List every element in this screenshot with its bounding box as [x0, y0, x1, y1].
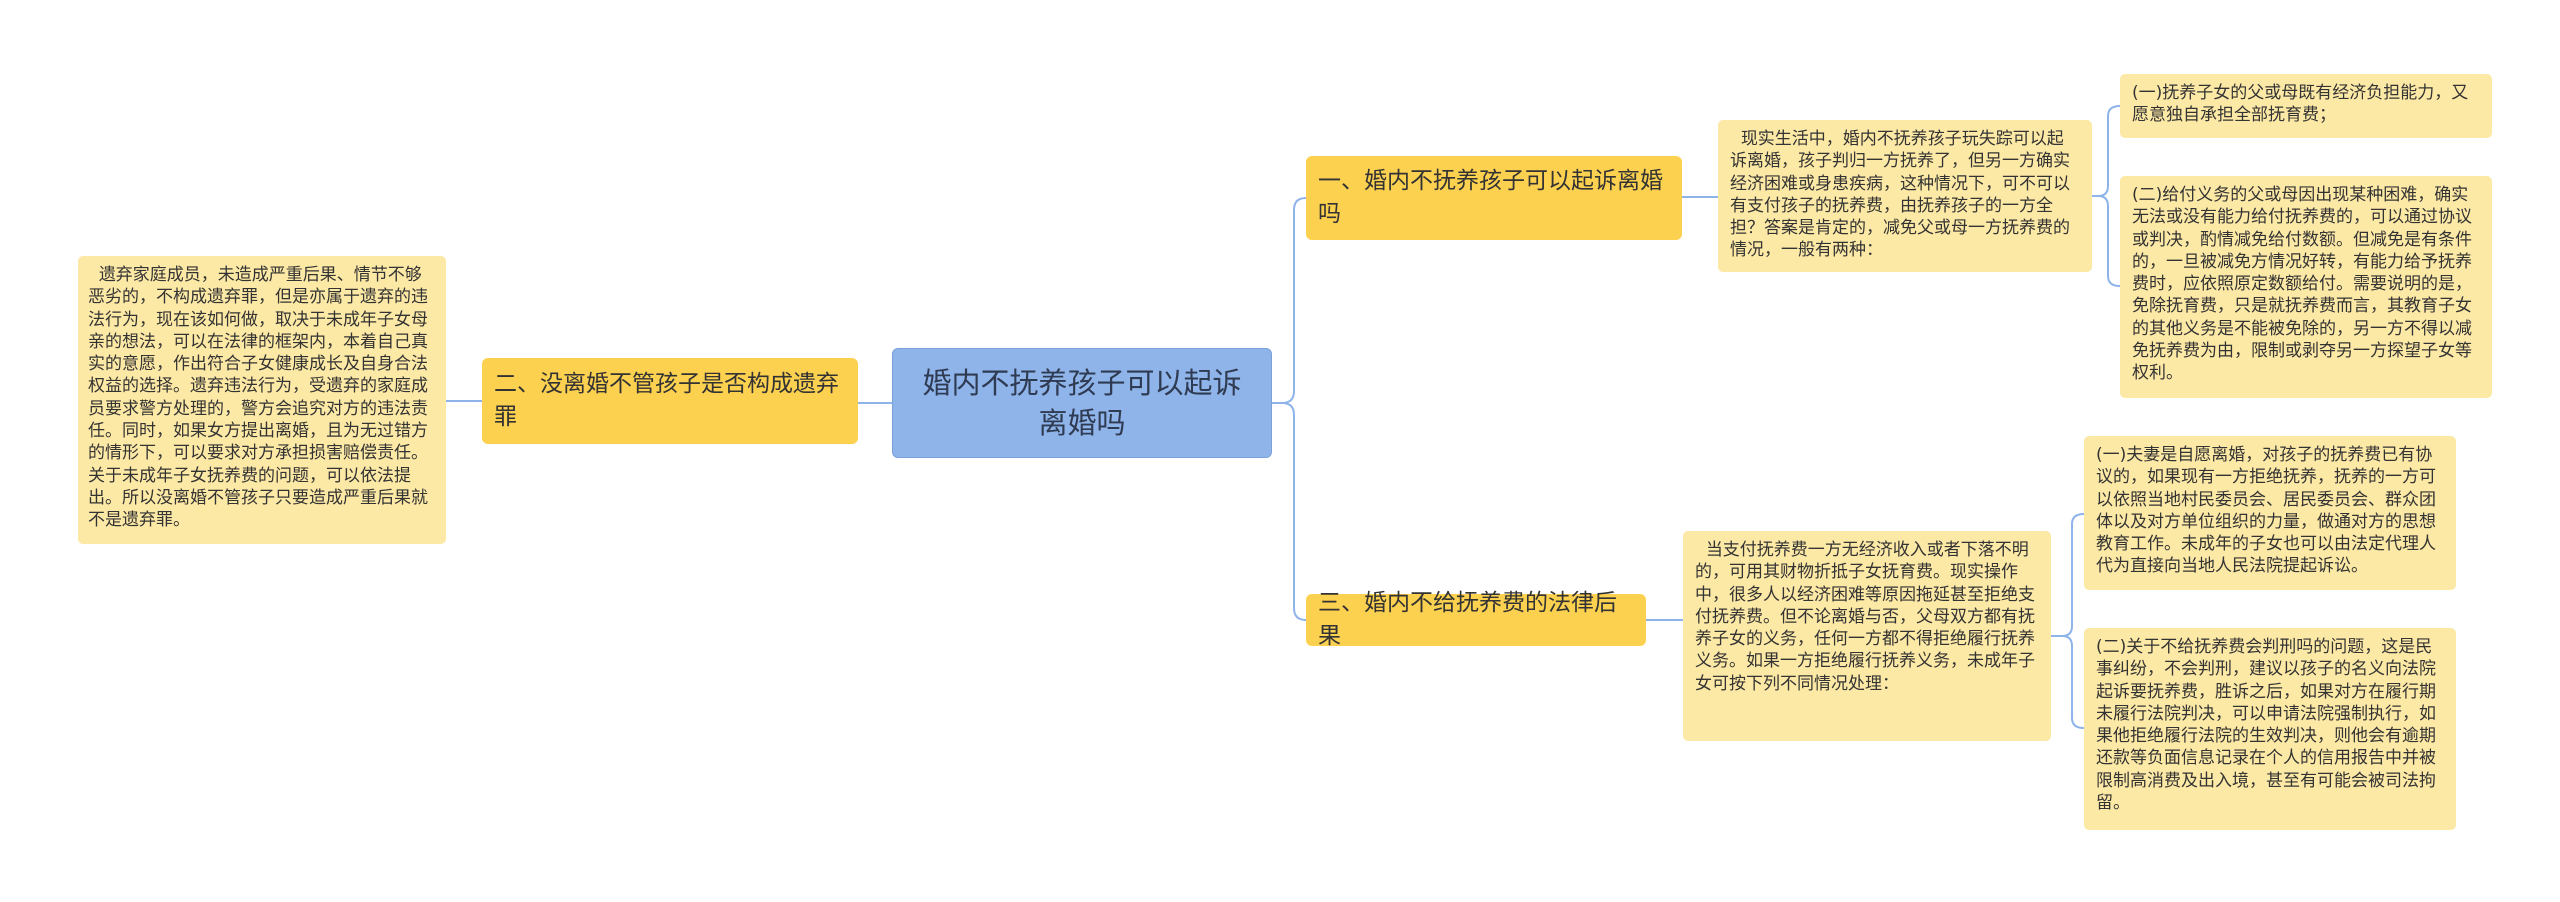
branch-topic-1[interactable]: 一、婚内不抚养孩子可以起诉离婚吗: [1306, 156, 1682, 240]
branch-3-item-1[interactable]: (一)夫妻是自愿离婚，对孩子的抚养费已有协议的，如果现有一方拒绝抚养，抚养的一方…: [2084, 436, 2456, 590]
root-topic[interactable]: 婚内不抚养孩子可以起诉离婚吗: [892, 348, 1272, 458]
link-root-b1: [1272, 197, 1307, 404]
link-root-b3: [1272, 402, 1307, 621]
branch-topic-2-label: 二、没离婚不管孩子是否构成遗弃罪: [494, 371, 839, 430]
root-topic-label: 婚内不抚养孩子可以起诉离婚吗: [922, 366, 1242, 440]
branch-3-detail[interactable]: 当支付抚养费一方无经济收入或者下落不明的，可用其财物折抵子女抚育费。现实操作中，…: [1683, 531, 2051, 741]
branch-2-detail[interactable]: 遗弃家庭成员，未造成严重后果、情节不够恶劣的，不构成遗弃罪，但是亦属于遗弃的违法…: [78, 256, 446, 544]
branch-topic-3-label: 三、婚内不给抚养费的法律后果: [1318, 590, 1617, 649]
branch-topic-2[interactable]: 二、没离婚不管孩子是否构成遗弃罪: [482, 358, 858, 444]
branch-topic-1-label: 一、婚内不抚养孩子可以起诉离婚吗: [1318, 168, 1663, 227]
link-l3-l6: [2051, 513, 2085, 637]
branch-1-item-2[interactable]: (二)给付义务的父或母因出现某种困难，确实无法或没有能力给付抚养费的，可以通过协…: [2120, 176, 2492, 398]
link-l3-l7: [2051, 635, 2085, 729]
link-l1-l4: [2092, 105, 2121, 197]
link-l1-l5: [2092, 195, 2121, 287]
branch-1-detail[interactable]: 现实生活中，婚内不抚养孩子玩失踪可以起诉离婚，孩子判归一方抚养了，但另一方确实经…: [1718, 120, 2092, 272]
branch-3-item-2[interactable]: (二)关于不给抚养费会判刑吗的问题，这是民事纠纷，不会判刑，建议以孩子的名义向法…: [2084, 628, 2456, 830]
branch-1-item-1[interactable]: (一)抚养子女的父或母既有经济负担能力，又愿意独自承担全部抚育费；: [2120, 74, 2492, 138]
branch-topic-3[interactable]: 三、婚内不给抚养费的法律后果: [1306, 590, 1646, 649]
